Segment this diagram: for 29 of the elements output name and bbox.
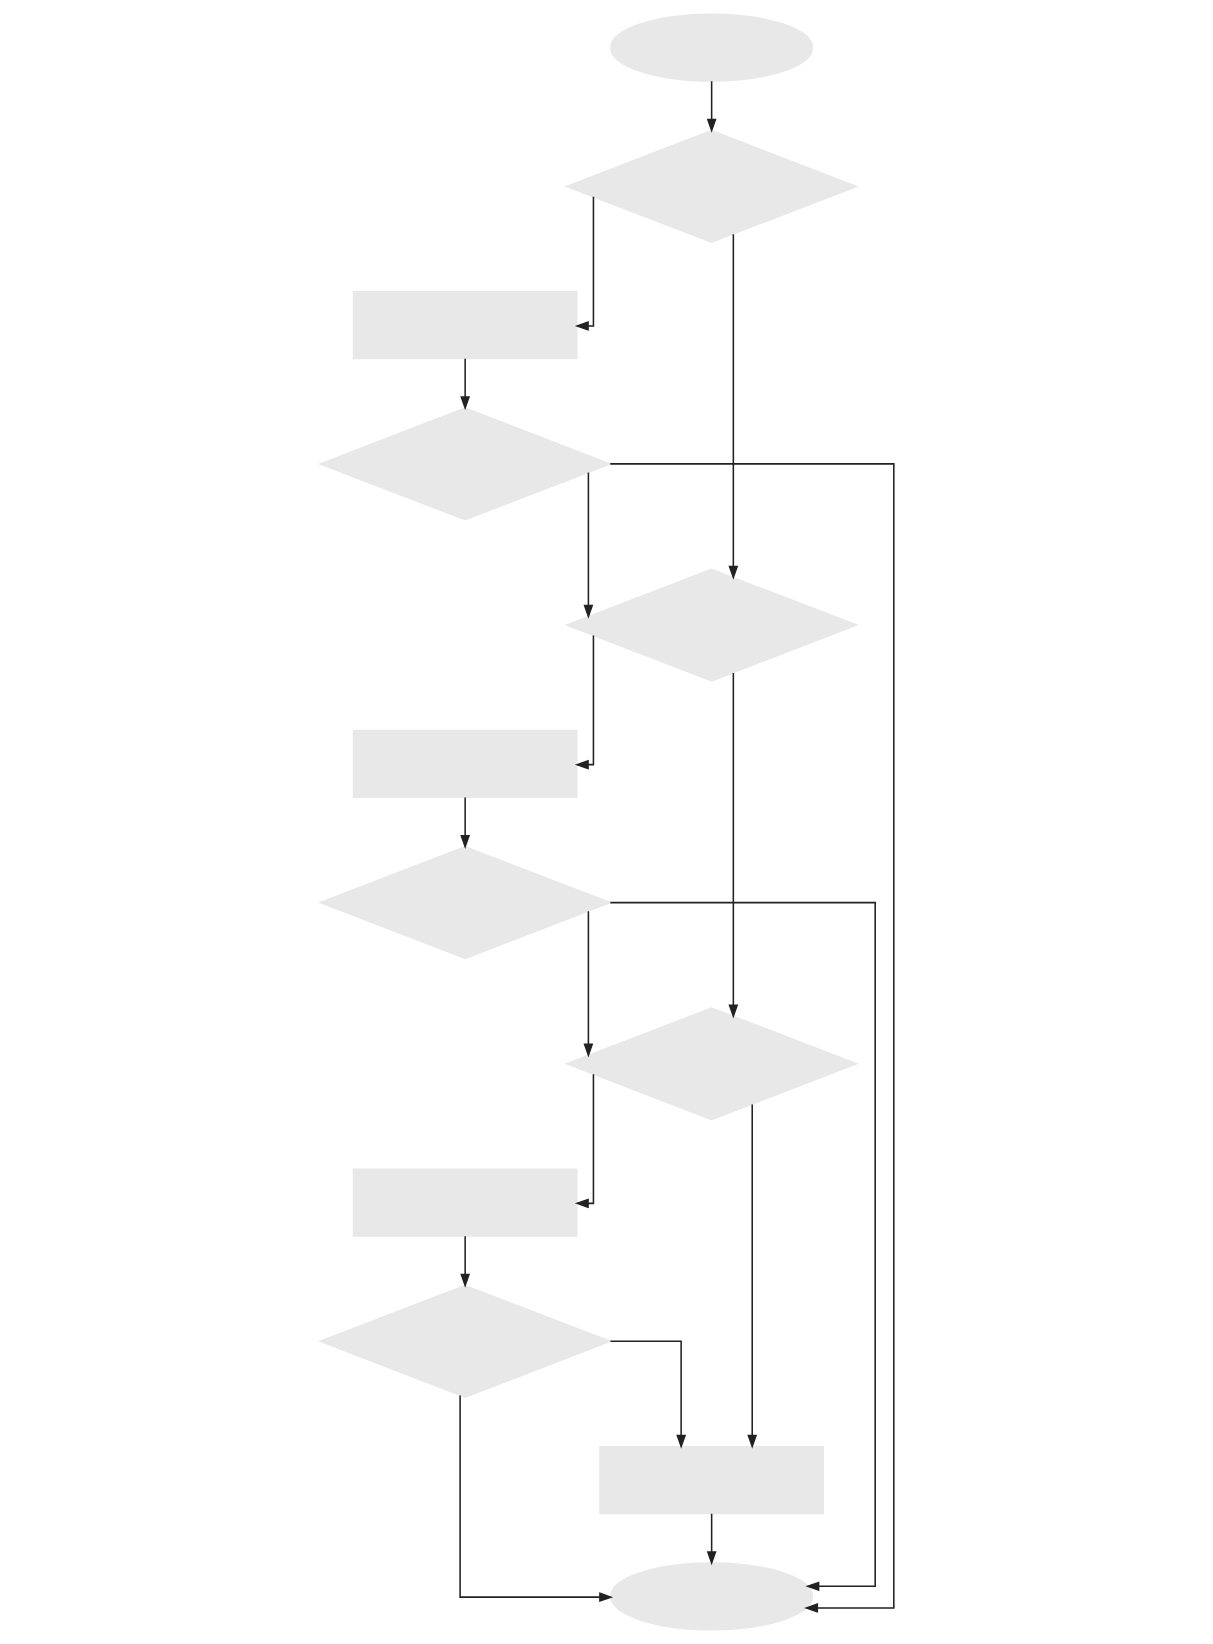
arrow	[609, 901, 876, 1592]
node-diamond	[317, 845, 612, 960]
node-box	[352, 1168, 578, 1237]
node-diamond	[317, 407, 612, 521]
arrow	[609, 463, 895, 1613]
arrow	[459, 1235, 470, 1288]
node-box	[352, 729, 578, 798]
node-box	[352, 291, 578, 360]
arrow	[574, 196, 594, 331]
arrow	[459, 357, 470, 411]
arrow	[583, 471, 593, 619]
arrow	[458, 1394, 613, 1603]
node-diamond	[317, 1284, 612, 1398]
arrow	[727, 233, 738, 580]
arrow	[727, 672, 738, 1019]
node-oval	[609, 13, 813, 82]
node-box	[598, 1446, 824, 1515]
arrow	[706, 80, 717, 133]
node-diamond	[564, 129, 859, 244]
arrow	[706, 1512, 717, 1566]
arrow	[459, 796, 470, 849]
node-diamond	[564, 1007, 859, 1121]
arrow	[574, 634, 594, 770]
node-oval	[609, 1562, 813, 1631]
arrow	[746, 1103, 757, 1449]
arrow	[574, 1073, 594, 1209]
arrow	[609, 1340, 686, 1449]
node-diamond	[564, 568, 859, 682]
arrow	[583, 910, 593, 1058]
